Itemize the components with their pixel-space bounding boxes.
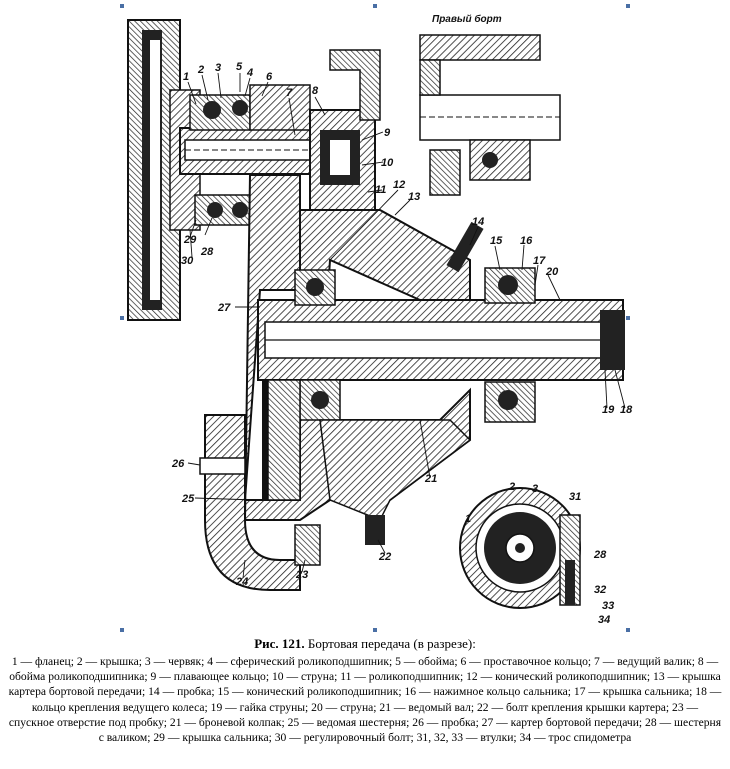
part-number-27: 27 bbox=[217, 302, 231, 314]
part-number-4: 4 bbox=[246, 67, 253, 79]
part-number-12: 12 bbox=[393, 179, 405, 191]
part-number-31: 31 bbox=[569, 491, 581, 503]
part-number-17: 17 bbox=[533, 255, 546, 267]
figure-title: Бортовая передача (в разрезе): bbox=[307, 636, 476, 651]
part-number-10: 10 bbox=[381, 157, 394, 169]
driven-bearings bbox=[294, 221, 536, 423]
speedometer-drive-inset bbox=[459, 487, 581, 609]
part-number-26: 26 bbox=[171, 458, 185, 470]
part-number-14: 14 bbox=[472, 216, 484, 228]
part-number-16: 16 bbox=[520, 235, 533, 247]
part-number-29: 29 bbox=[183, 234, 197, 246]
figure-label: Рис. 121. bbox=[254, 636, 305, 651]
part-number-19: 19 bbox=[602, 404, 615, 416]
part-number-22: 22 bbox=[378, 551, 391, 563]
part-number-33: 33 bbox=[602, 600, 614, 612]
part-number-2-inset: 2 bbox=[508, 481, 515, 493]
part-number-21: 21 bbox=[424, 473, 437, 485]
part-number-24: 24 bbox=[235, 576, 248, 588]
frame-handles bbox=[120, 4, 630, 632]
part-number-30: 30 bbox=[181, 255, 194, 267]
part-number-1: 1 bbox=[183, 71, 189, 83]
upper-bearings bbox=[189, 84, 376, 226]
part-number-32: 32 bbox=[594, 584, 606, 596]
part-number-25: 25 bbox=[181, 493, 195, 505]
part-number-3: 3 bbox=[215, 62, 221, 74]
figure-legend: 1 — фланец; 2 — крышка; 3 — червяк; 4 — … bbox=[8, 655, 722, 745]
part-number-20: 20 bbox=[545, 266, 559, 278]
armour-cap bbox=[199, 414, 385, 591]
driven-gear bbox=[267, 379, 472, 521]
part-number-2: 2 bbox=[197, 64, 204, 76]
part-number-28: 28 bbox=[200, 246, 214, 258]
part-number-8: 8 bbox=[312, 85, 319, 97]
part-number-23: 23 bbox=[295, 569, 308, 581]
part-number-11: 11 bbox=[375, 184, 386, 196]
part-number-13: 13 bbox=[408, 191, 420, 203]
right-side-inset: Правый борт bbox=[419, 13, 561, 196]
part-number-18: 18 bbox=[620, 404, 633, 416]
part-number-28-inset: 28 bbox=[593, 549, 607, 561]
leader-lines bbox=[187, 72, 626, 579]
part-number-1-inset: 1 bbox=[465, 513, 471, 525]
part-number-7: 7 bbox=[286, 87, 293, 99]
cross-section-drawing: Правый борт bbox=[120, 4, 633, 632]
part-number-9: 9 bbox=[384, 127, 391, 139]
driven-shaft bbox=[257, 299, 625, 381]
part-number-3-inset: 3 bbox=[532, 483, 538, 495]
part-number-34: 34 bbox=[598, 614, 610, 626]
part-number-callouts: 1 2 3 4 5 6 7 8 9 10 11 12 13 14 15 16 1… bbox=[171, 61, 633, 626]
figure-caption: Рис. 121. Бортовая передача (в разрезе): bbox=[0, 636, 730, 652]
inset-title: Правый борт bbox=[432, 13, 502, 25]
part-number-5: 5 bbox=[236, 61, 243, 73]
part-number-6: 6 bbox=[266, 71, 273, 83]
part-number-15: 15 bbox=[490, 235, 503, 247]
